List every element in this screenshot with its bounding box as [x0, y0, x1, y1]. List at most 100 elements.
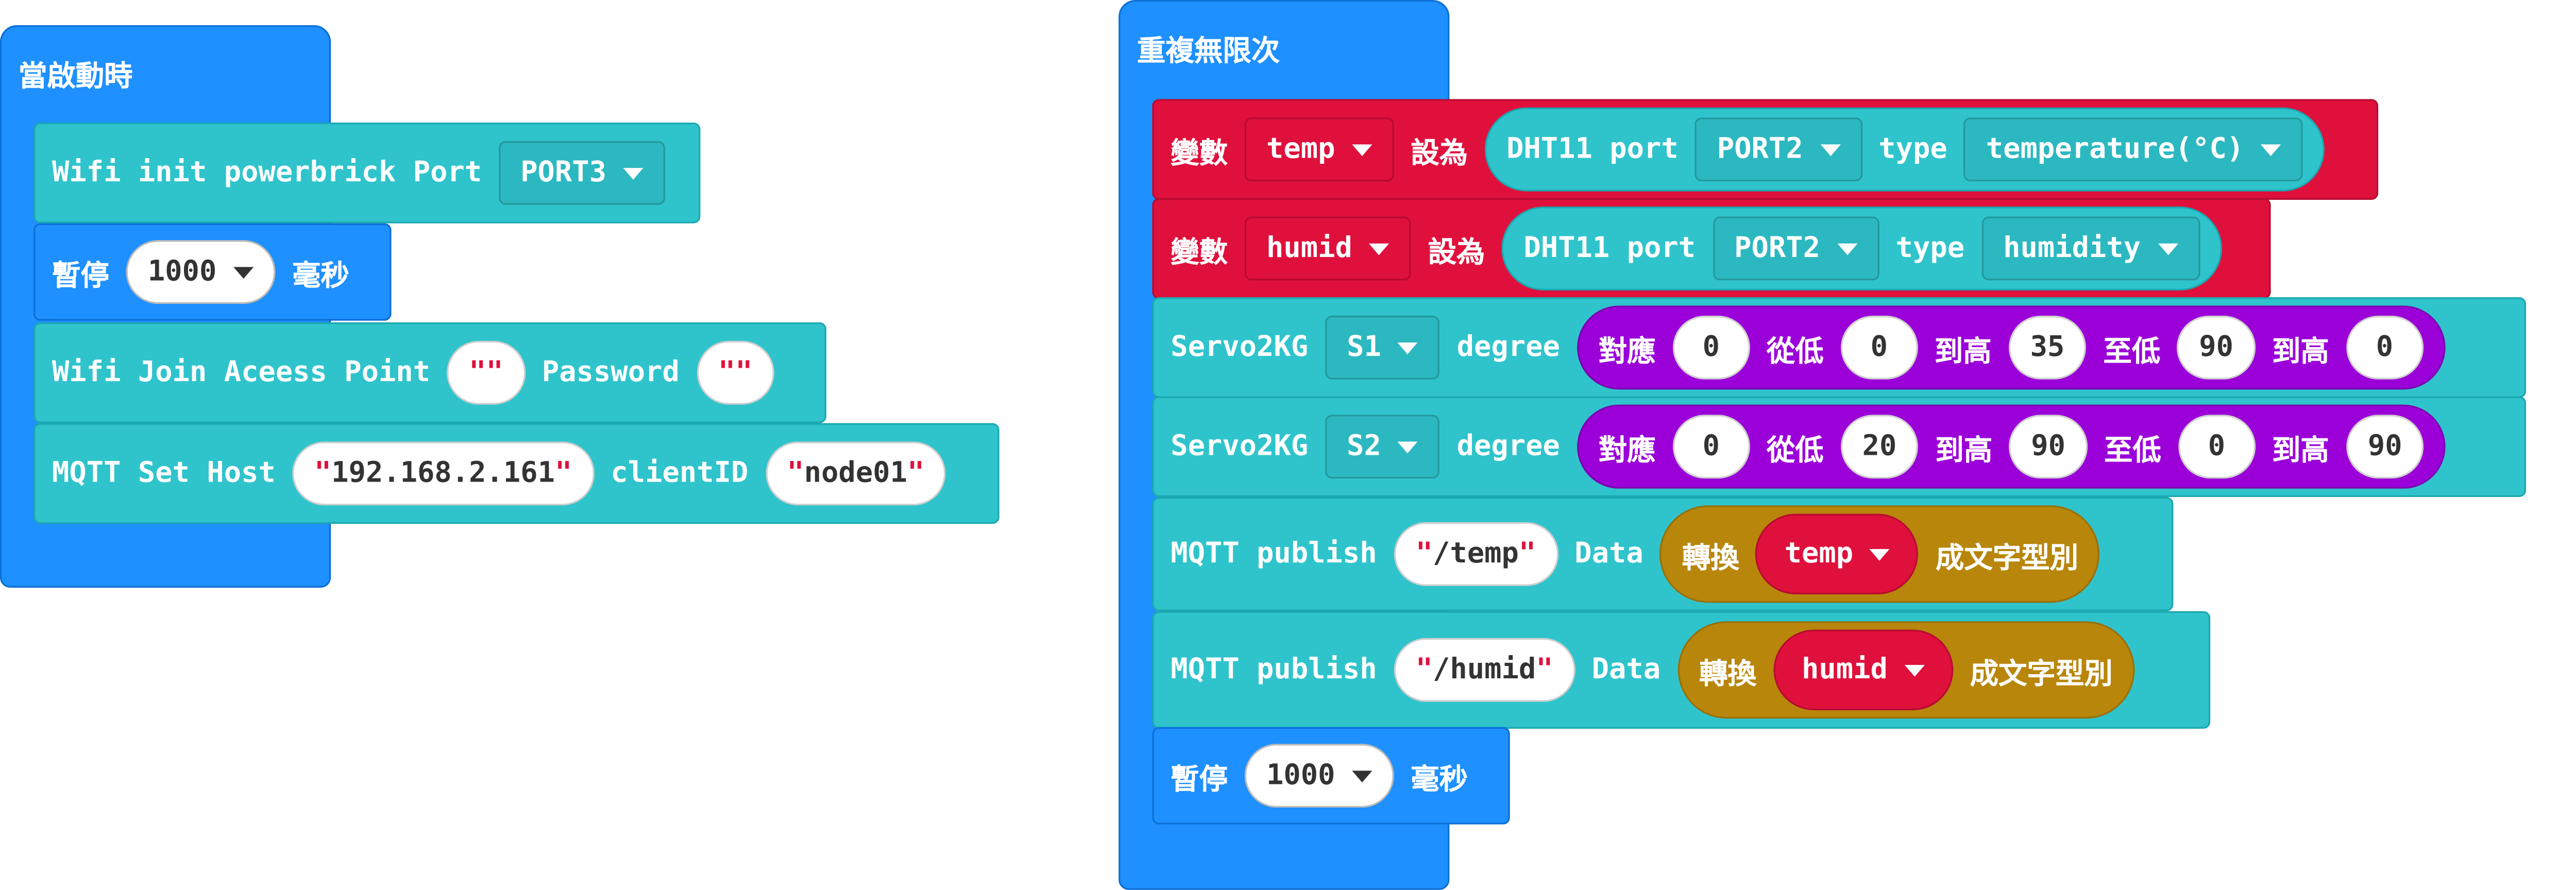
- humid-variable-reporter[interactable]: humid: [1773, 629, 1954, 710]
- mqtt-set-host-block[interactable]: MQTT Set Host "192.168.2.161" clientID "…: [33, 423, 999, 524]
- on-start-title: 當啟動時: [18, 60, 133, 94]
- dht11-port-label: DHT11 port: [1523, 231, 1696, 266]
- from-high-input[interactable]: 90: [2009, 415, 2088, 479]
- mqtt-publish-temp-block[interactable]: MQTT publish "/temp" Data 轉換 temp 成文字型別: [1152, 497, 2174, 611]
- servo-s2-block[interactable]: Servo2KG S2 degree 對應 0 從低 20 到高 90 至低 0…: [1152, 396, 2527, 497]
- from-low-label: 從低: [1766, 335, 1824, 369]
- topic-input[interactable]: "/humid": [1394, 638, 1575, 702]
- chevron-down-icon: [1820, 143, 1840, 156]
- to-high-input[interactable]: 90: [2346, 415, 2424, 479]
- to-high-label: 到高: [2272, 434, 2329, 468]
- password-label: Password: [541, 356, 680, 390]
- to-string-label: 成文字型別: [1970, 657, 2113, 691]
- convert-to-text-reporter[interactable]: 轉換 temp 成文字型別: [1660, 505, 2100, 603]
- type-label: type: [1895, 231, 1965, 266]
- chevron-down-icon: [1837, 243, 1857, 254]
- temp-variable-dropdown[interactable]: temp: [1244, 117, 1394, 182]
- servo-s1-dropdown[interactable]: S1: [1325, 315, 1440, 380]
- dht11-type-dropdown[interactable]: humidity: [1981, 216, 2200, 281]
- mqtt-publish-label: MQTT publish: [1171, 537, 1377, 571]
- set-to-label: 設為: [1428, 236, 1485, 270]
- dht11-temp-reporter[interactable]: DHT11 port PORT2 type temperature(°C): [1484, 107, 2325, 192]
- map-reporter[interactable]: 對應 0 從低 0 到高 35 至低 90 到高 0: [1577, 305, 2445, 390]
- wifi-join-block[interactable]: Wifi Join Aceess Point "" Password "": [33, 322, 826, 423]
- pause-label: 暫停: [1171, 763, 1228, 797]
- pause-duration-dropdown[interactable]: 1000: [1244, 744, 1394, 808]
- dht11-humid-reporter[interactable]: DHT11 port PORT2 type humidity: [1502, 206, 2222, 290]
- topic-input[interactable]: "/temp": [1394, 522, 1558, 586]
- map-label: 對應: [1598, 434, 1656, 468]
- chevron-down-icon: [2157, 243, 2178, 254]
- client-id-input[interactable]: "node01": [765, 441, 946, 506]
- chevron-down-icon: [2260, 143, 2281, 156]
- chevron-down-icon: [1352, 769, 1372, 782]
- degree-label: degree: [1456, 430, 1560, 464]
- mqtt-publish-label: MQTT publish: [1171, 653, 1377, 687]
- mqtt-publish-humid-block[interactable]: MQTT publish "/humid" Data 轉換 humid 成文字型…: [1152, 611, 2211, 729]
- map-reporter[interactable]: 對應 0 從低 20 到高 90 至低 0 到高 90: [1577, 404, 2446, 489]
- pause-block[interactable]: 暫停 1000 毫秒: [1152, 727, 1510, 825]
- from-low-input[interactable]: 20: [1840, 415, 1919, 479]
- pause-unit: 毫秒: [292, 259, 349, 293]
- humid-variable-dropdown[interactable]: humid: [1244, 216, 1412, 281]
- convert-label: 轉換: [1699, 657, 1756, 691]
- servo-label: Servo2KG: [1171, 331, 1309, 365]
- convert-to-text-reporter[interactable]: 轉換 humid 成文字型別: [1677, 621, 2135, 719]
- forever-title: 重複無限次: [1137, 35, 1280, 69]
- map-value-input[interactable]: 0: [1672, 315, 1750, 380]
- set-temp-block[interactable]: 變數 temp 設為 DHT11 port PORT2 type tempera…: [1152, 99, 2379, 200]
- pause-unit: 毫秒: [1411, 763, 1468, 797]
- to-string-label: 成文字型別: [1935, 541, 2078, 575]
- client-id-label: clientID: [611, 456, 749, 490]
- map-label: 對應: [1598, 335, 1656, 369]
- from-high-label: 到高: [1934, 335, 1992, 369]
- dht11-port-dropdown[interactable]: PORT2: [1712, 216, 1879, 281]
- degree-label: degree: [1456, 331, 1560, 365]
- data-label: Data: [1574, 537, 1643, 571]
- map-value-input[interactable]: 0: [1672, 415, 1750, 479]
- pause-duration-dropdown[interactable]: 1000: [126, 240, 276, 304]
- type-label: type: [1878, 132, 1947, 166]
- set-to-label: 設為: [1411, 136, 1468, 170]
- servo-label: Servo2KG: [1171, 430, 1309, 464]
- from-low-input[interactable]: 0: [1840, 315, 1918, 380]
- dht11-port-dropdown[interactable]: PORT2: [1695, 117, 1862, 182]
- host-input[interactable]: "192.168.2.161": [292, 441, 594, 506]
- to-low-input[interactable]: 90: [2177, 315, 2256, 380]
- data-label: Data: [1591, 653, 1661, 687]
- password-input[interactable]: "": [696, 340, 775, 405]
- chevron-down-icon: [1352, 143, 1372, 156]
- wifi-join-label: Wifi Join Aceess Point: [52, 356, 431, 390]
- chevron-down-icon: [1398, 341, 1418, 354]
- from-low-label: 從低: [1766, 434, 1824, 468]
- dht11-type-dropdown[interactable]: temperature(°C): [1964, 117, 2303, 182]
- servo-s2-dropdown[interactable]: S2: [1325, 415, 1440, 479]
- mqtt-set-host-label: MQTT Set Host: [52, 456, 276, 490]
- to-low-label: 至低: [2103, 335, 2161, 369]
- to-low-input[interactable]: 0: [2178, 415, 2256, 479]
- chevron-down-icon: [233, 266, 254, 278]
- to-high-input[interactable]: 0: [2346, 315, 2424, 380]
- chevron-down-icon: [623, 167, 643, 179]
- dht11-port-label: DHT11 port: [1506, 132, 1679, 166]
- wifi-init-block[interactable]: Wifi init powerbrick Port PORT3: [33, 122, 701, 224]
- pause-block[interactable]: 暫停 1000 毫秒: [33, 223, 392, 321]
- to-high-label: 到高: [2272, 335, 2329, 369]
- chevron-down-icon: [1398, 440, 1418, 453]
- wifi-init-label: Wifi init powerbrick Port: [52, 156, 482, 190]
- ssid-input[interactable]: "": [447, 340, 526, 405]
- chevron-down-icon: [1369, 243, 1389, 254]
- to-low-label: 至低: [2104, 434, 2161, 468]
- temp-variable-reporter[interactable]: temp: [1756, 514, 1919, 595]
- servo-s1-block[interactable]: Servo2KG S1 degree 對應 0 從低 0 到高 35 至低 90…: [1152, 297, 2527, 398]
- convert-label: 轉換: [1682, 541, 1739, 575]
- from-high-input[interactable]: 35: [2008, 315, 2087, 380]
- chevron-down-icon: [1870, 548, 1890, 560]
- variable-label: 變數: [1171, 136, 1228, 170]
- from-high-label: 到高: [1935, 434, 1993, 468]
- chevron-down-icon: [1904, 664, 1925, 676]
- pause-label: 暫停: [52, 259, 109, 293]
- wifi-port-dropdown[interactable]: PORT3: [498, 141, 666, 205]
- set-humid-block[interactable]: 變數 humid 設為 DHT11 port PORT2 type humidi…: [1152, 198, 2271, 299]
